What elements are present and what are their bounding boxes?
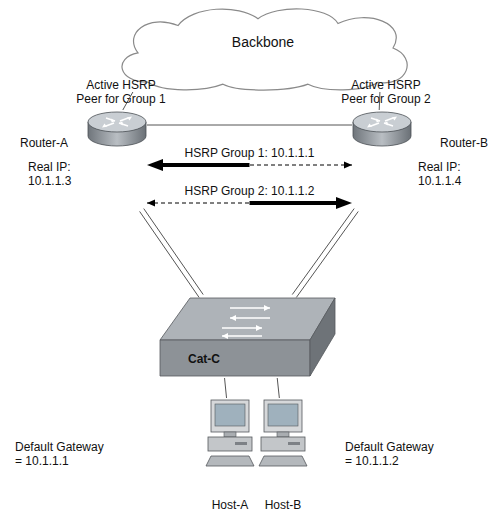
shape-outline	[205, 398, 255, 513]
shape-outline	[352, 110, 412, 210]
arrow-head	[147, 200, 155, 207]
connector-label: HSRP Group 2: 10.1.1.2	[140, 184, 360, 198]
connector	[292, 209, 358, 298]
node-text: Router-B	[440, 136, 500, 150]
connector	[140, 209, 204, 298]
host-computer: Default Gateway = 10.1.1.1Host-A	[205, 398, 255, 513]
arrow-head	[336, 197, 352, 209]
router-icon: Active HSRP Peer for Group 2Router-BReal…	[352, 110, 412, 210]
node-text: Router-A	[20, 136, 80, 150]
connector-label: HSRP Group 1: 10.1.1.1	[140, 146, 360, 160]
connector	[147, 197, 352, 209]
node-text: Real IP: 10.1.1.3	[28, 160, 80, 188]
node-text: Cat-C	[188, 352, 268, 366]
node-text: Default Gateway = 10.1.1.2	[345, 440, 439, 468]
connector	[147, 125, 352, 126]
node-text: Active HSRP Peer for Group 2	[340, 78, 432, 106]
connector	[147, 159, 352, 171]
node-text: Real IP: 10.1.1.4	[418, 160, 470, 188]
node-text: Default Gateway = 10.1.1.1	[15, 440, 109, 468]
connector	[277, 378, 279, 398]
shape-outline	[160, 296, 335, 378]
host-computer: Default Gateway = 10.1.1.2Host-B	[258, 398, 308, 513]
arrow-head	[147, 159, 163, 171]
switch-icon: Cat-C	[160, 296, 335, 378]
node-text: Backbone	[108, 34, 418, 50]
node-text: Host-A	[195, 498, 265, 512]
node-text: Host-B	[248, 498, 318, 512]
shape-outline	[258, 398, 308, 513]
node-text: Active HSRP Peer for Group 1	[75, 78, 167, 106]
shape-outline	[87, 110, 147, 210]
router-icon: Active HSRP Peer for Group 1Router-AReal…	[87, 110, 147, 210]
arrow-head	[344, 162, 352, 169]
connector	[225, 378, 227, 398]
